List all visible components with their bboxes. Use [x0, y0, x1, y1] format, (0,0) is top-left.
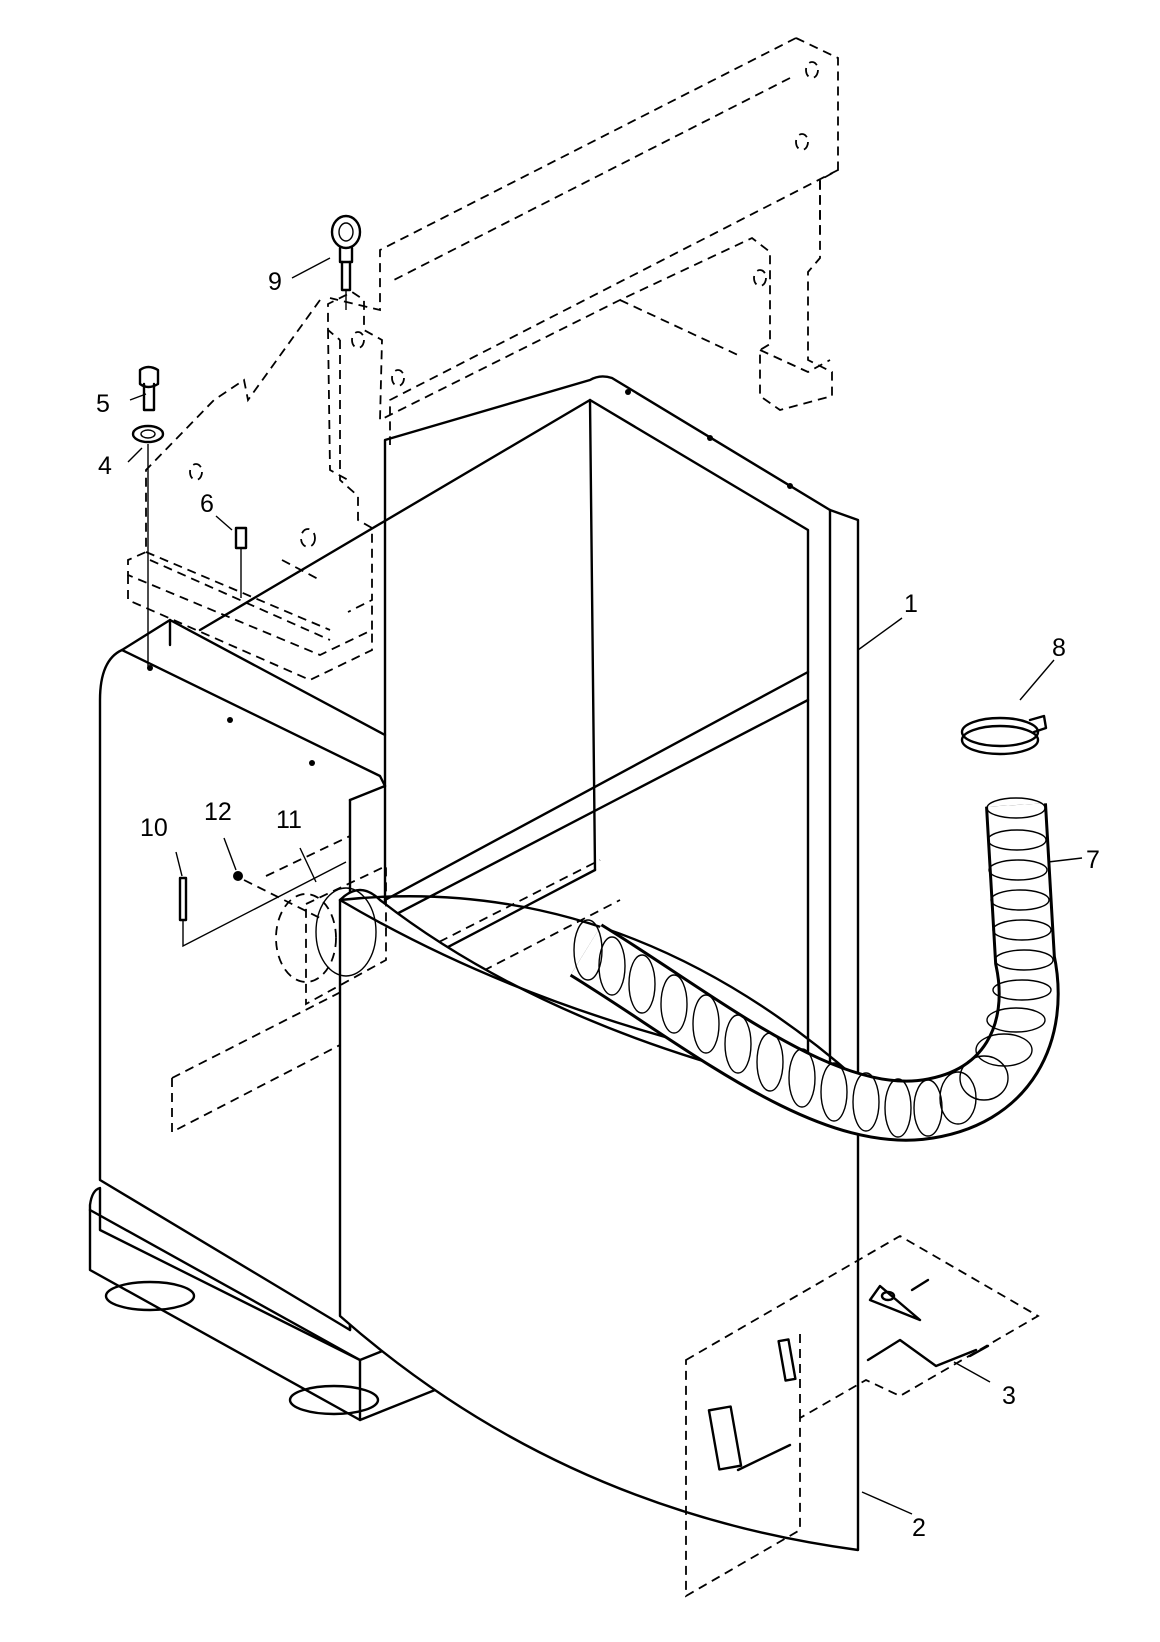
callout-6: 6: [200, 490, 214, 518]
callout-3: 3: [1002, 1382, 1016, 1410]
leader-lines: [127, 257, 1083, 1515]
upper-frame-dashed: [127, 37, 839, 681]
callout-10: 10: [140, 814, 168, 842]
callout-1: 1: [904, 590, 918, 618]
callout-7: 7: [1086, 846, 1100, 874]
callout-5: 5: [96, 390, 110, 418]
callout-11: 11: [276, 806, 302, 834]
cap-screw: [138, 365, 160, 412]
latch-assembly: [685, 1234, 1040, 1598]
washer: [131, 424, 165, 668]
cabinet: [88, 375, 860, 1422]
cover-plate: [265, 835, 387, 1006]
callout-9: 9: [268, 268, 282, 296]
small-screw: [233, 871, 321, 919]
callout-8: 8: [1052, 634, 1066, 662]
pin: [178, 861, 347, 948]
set-screw: [234, 526, 248, 598]
hose-clamp: [960, 714, 1048, 756]
callout-labels: 1 2 3 4 5 6 7 8 9 10 11 12: [96, 268, 1100, 1542]
callout-2: 2: [912, 1514, 926, 1542]
eye-bolt: [330, 214, 362, 310]
dust-hose: [569, 797, 1060, 1142]
callout-12: 12: [204, 798, 232, 826]
callout-4: 4: [98, 452, 112, 480]
